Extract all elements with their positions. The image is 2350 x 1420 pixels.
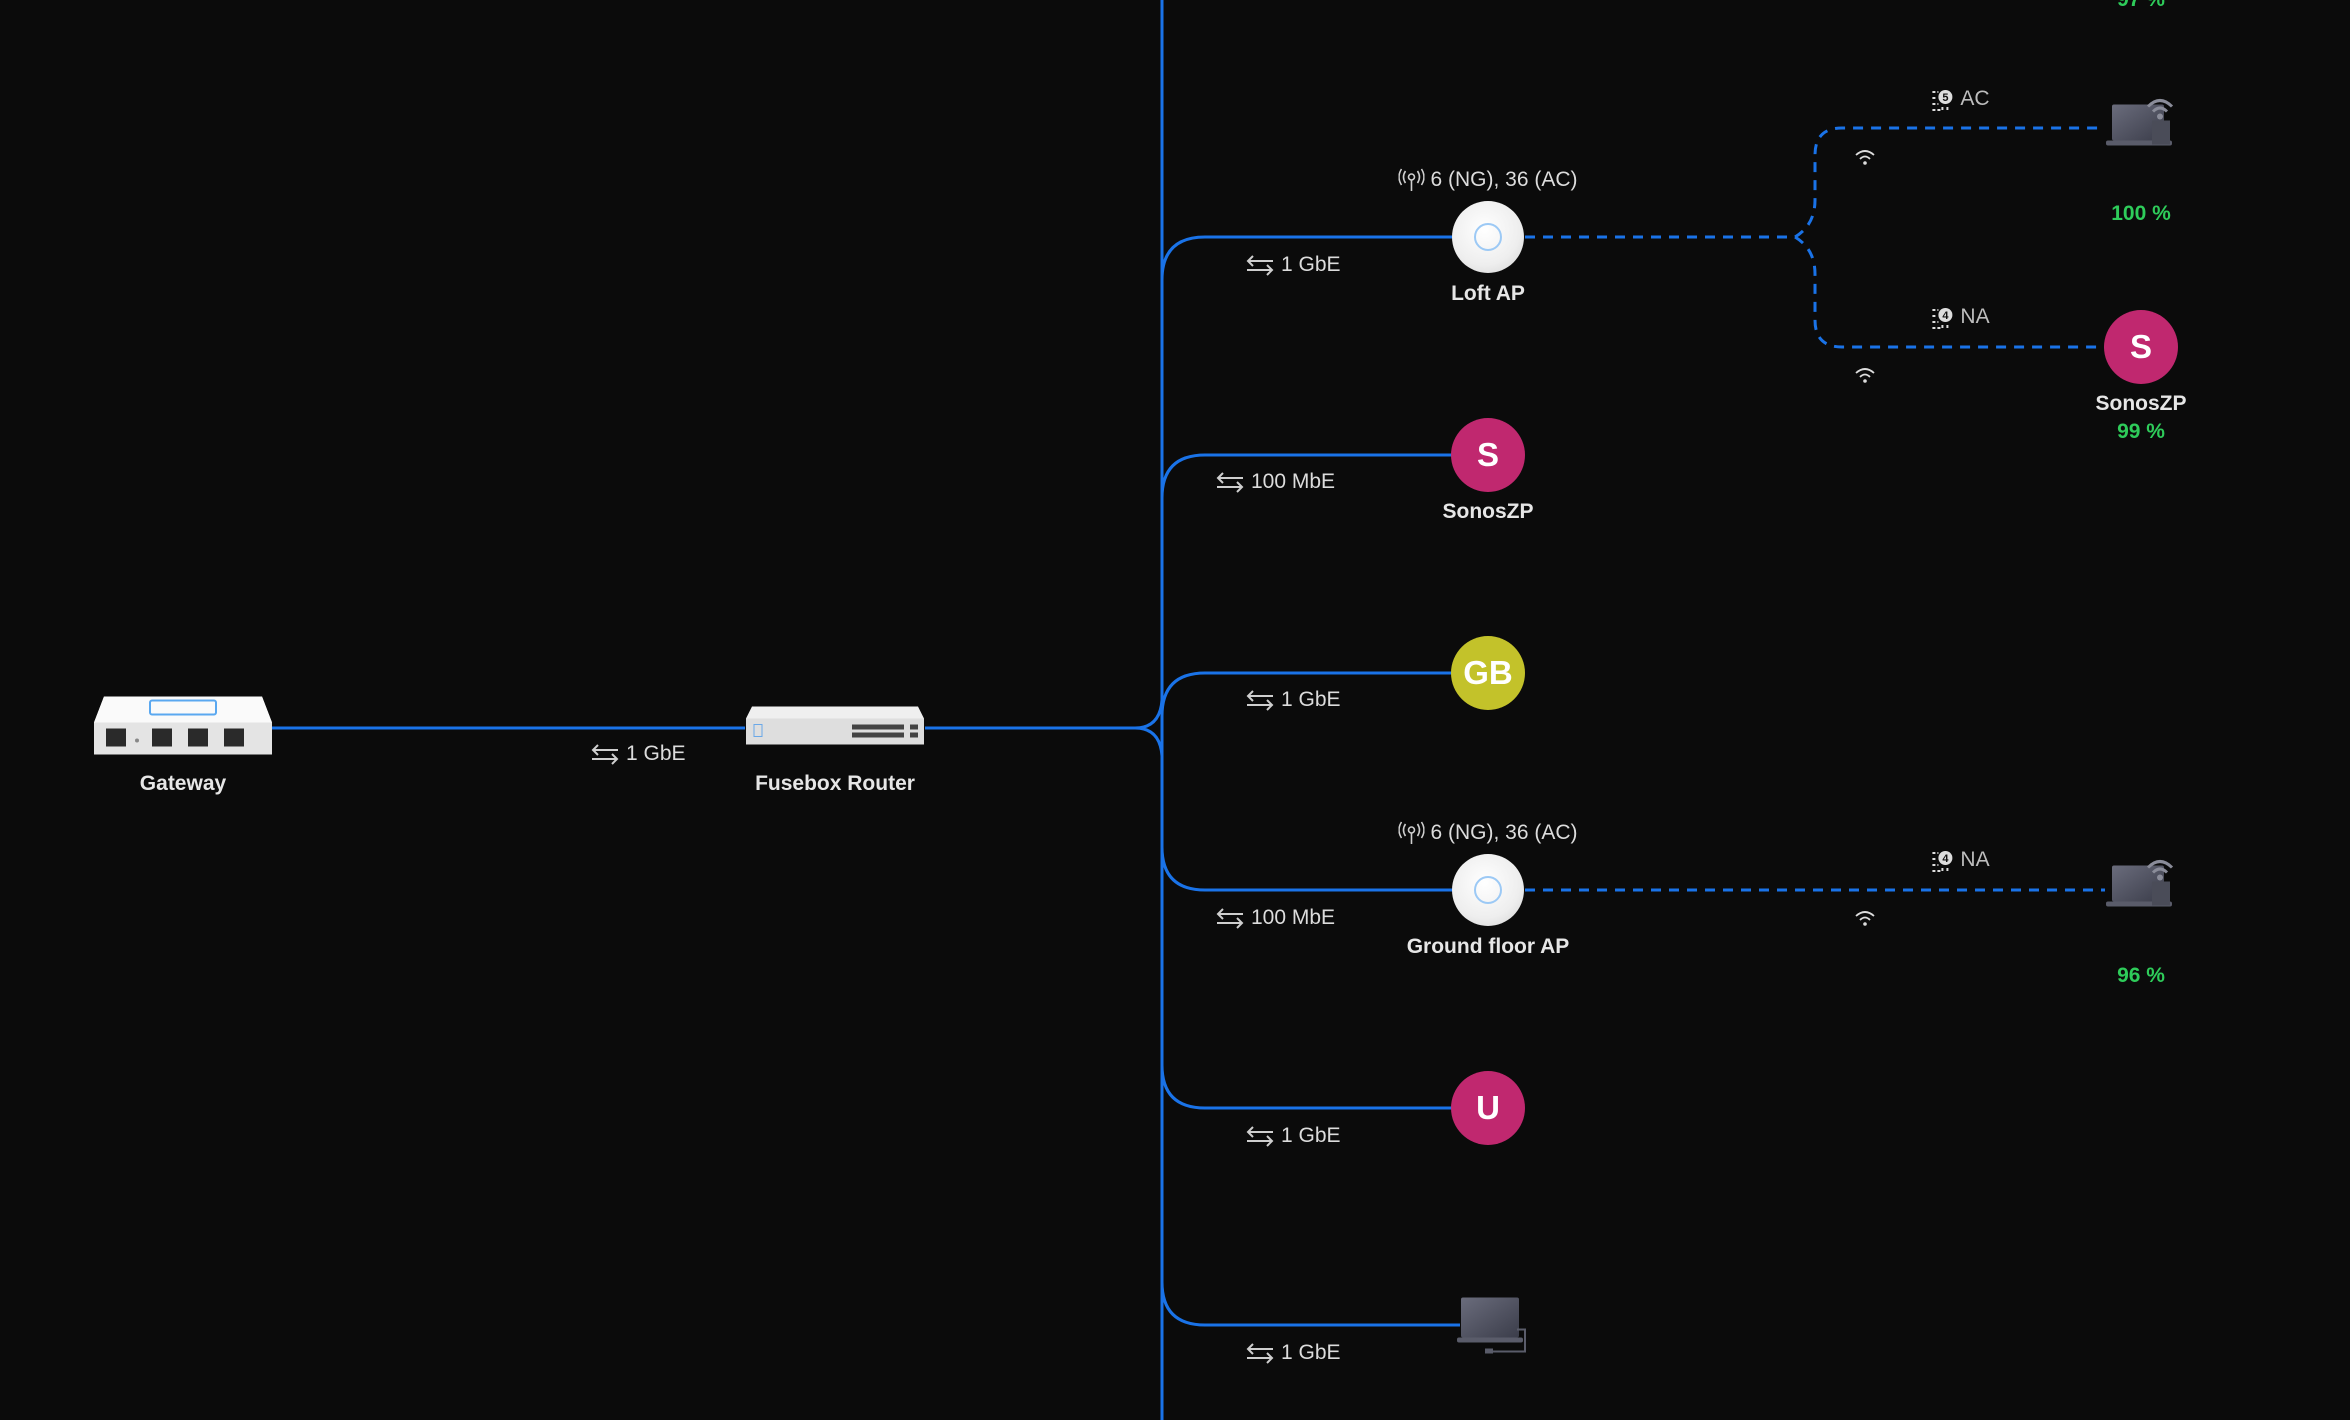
signal-percent: 99 % (2117, 420, 2165, 443)
wired-laptop-node[interactable] (1455, 1296, 1529, 1365)
wireless-wire-loft-laptop (1794, 126, 2105, 239)
loft-ap-node[interactable] (1452, 201, 1524, 273)
signal-percent: 100 % (2111, 202, 2171, 225)
bidirectional-arrows-icon (1216, 472, 1244, 493)
branch-wire-ground-ap (1160, 846, 1452, 892)
link-speed-text: 1 GbE (626, 742, 686, 765)
loft-ap-label: Loft AP (1451, 282, 1525, 305)
bidirectional-arrows-icon (591, 744, 619, 765)
signal-percent: 97 % (2117, 0, 2165, 12)
link-speed-text: 100 MbE (1251, 470, 1336, 493)
wireless-laptop-icon (2106, 860, 2174, 907)
radio-channels-text: 6 (NG), 36 (AC) (1430, 168, 1578, 191)
wireless-laptop-node[interactable] (2106, 852, 2176, 915)
antenna-icon (1398, 168, 1425, 191)
link-speed-text: 1 GbE (1281, 253, 1341, 276)
client-avatar[interactable]: S (2104, 310, 2178, 384)
wifi-standard-text: AC (1960, 87, 1990, 110)
link-speed: 100 MbE (1215, 906, 1335, 930)
antenna-icon (1398, 821, 1425, 844)
signal-percent: 96 % (2117, 964, 2165, 987)
branch-wire-laptop (1160, 1281, 1460, 1327)
bidirectional-arrows-icon (1246, 1343, 1274, 1364)
ground-floor-ap-node[interactable] (1452, 854, 1524, 926)
link-speed-text: 100 MbE (1251, 906, 1336, 929)
gateway-label: Gateway (139, 772, 227, 795)
client-label: SonosZP (1442, 500, 1534, 523)
wifi-standard-text: NA (1960, 305, 1990, 328)
gateway-node[interactable] (92, 693, 274, 764)
wireless-laptop-icon (2106, 99, 2174, 146)
svg-text:4: 4 (1942, 853, 1949, 865)
link-speed: 1 GbE (1245, 1341, 1341, 1365)
link-speed-text: 1 GbE (1281, 1124, 1341, 1147)
ap-radio-channels: 6 (NG), 36 (AC) (1398, 168, 1578, 192)
branch-wire-u (1160, 1064, 1452, 1110)
client-avatar[interactable]: GB (1451, 636, 1525, 710)
router-node[interactable] (744, 705, 926, 752)
link-speed: 1 GbE (1245, 1124, 1341, 1148)
wifi-standard: 5 AC (1930, 86, 1990, 112)
bidirectional-arrows-icon (1246, 690, 1274, 711)
bidirectional-arrows-icon (1216, 908, 1244, 929)
link-speed-text: 1 GbE (1281, 688, 1341, 711)
radio-channels-text: 6 (NG), 36 (AC) (1430, 821, 1578, 844)
wifi-signal-icon (1855, 368, 1875, 383)
client-avatar[interactable]: U (1451, 1071, 1525, 1145)
link-speed: 100 MbE (1215, 470, 1335, 494)
wifi-standard: 4 NA (1930, 304, 1990, 330)
bidirectional-arrows-icon (1246, 1126, 1274, 1147)
wifi-signal-icon (1855, 150, 1875, 165)
client-avatar[interactable]: S (1451, 418, 1525, 492)
router-label: Fusebox Router (755, 772, 915, 795)
wired-laptop-icon (1457, 1297, 1526, 1354)
wifi-standard-text: NA (1960, 848, 1990, 871)
ap-radio-channels: 6 (NG), 36 (AC) (1398, 821, 1578, 845)
svg-text:4: 4 (1942, 310, 1949, 322)
branch-wire-gb (1160, 671, 1452, 717)
wifi-signal-icon (1855, 911, 1875, 926)
link-speed: 1 GbE (1245, 688, 1341, 712)
wireless-wire-loft-sonos (1794, 235, 2105, 349)
switch-device-icon (746, 706, 924, 745)
link-speed-text: 1 GbE (1281, 1341, 1341, 1364)
router-trunk-wire (925, 699, 1164, 757)
svg-text:5: 5 (1942, 92, 1948, 104)
wifi-standard-badge-icon: 5 (1932, 90, 1953, 111)
wireless-laptop-node[interactable] (2106, 91, 2176, 154)
ground-floor-ap-label: Ground floor AP (1406, 935, 1570, 958)
gateway-device-icon (94, 696, 272, 755)
bidirectional-arrows-icon (1246, 255, 1274, 276)
client-label: SonosZP (2095, 392, 2187, 415)
wifi-standard-badge-icon: 4 (1932, 308, 1953, 329)
branch-wire-loft-ap (1160, 235, 1452, 281)
wifi-standard: 4 NA (1930, 847, 1990, 873)
wifi-standard-badge-icon: 4 (1932, 851, 1953, 872)
link-speed: 1 GbE (590, 742, 686, 766)
link-speed: 1 GbE (1245, 253, 1341, 277)
branch-wire-sonos (1160, 453, 1452, 499)
